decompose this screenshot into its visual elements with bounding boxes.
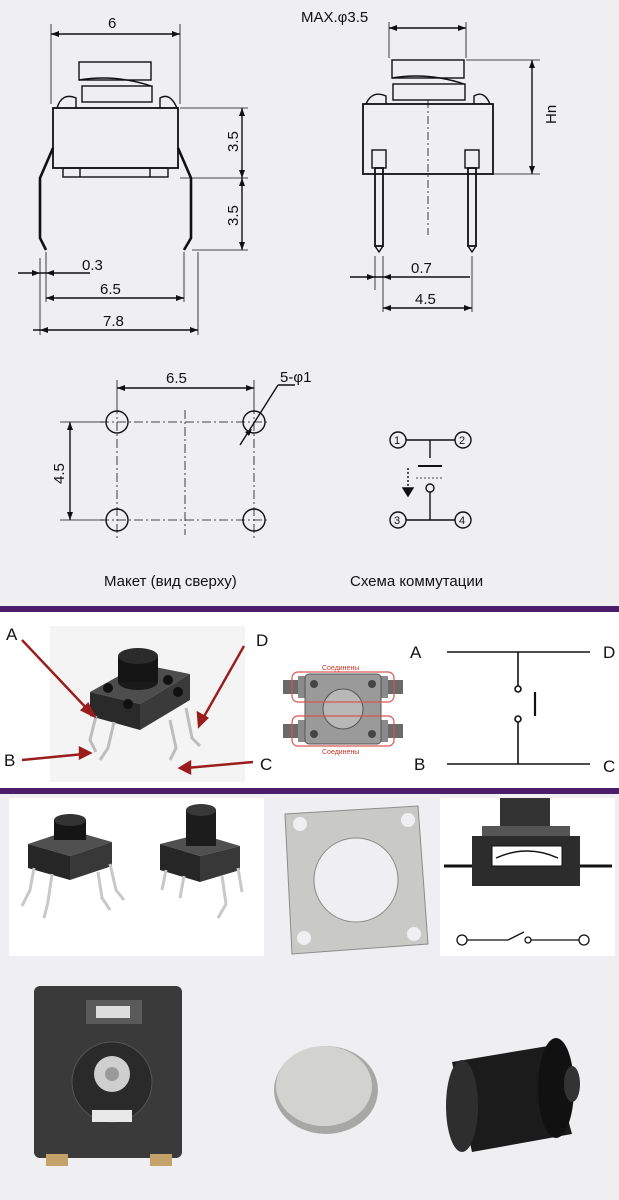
dim-width-6: 6 bbox=[108, 15, 116, 32]
connected-label-top: Соединены bbox=[322, 665, 359, 672]
technical-drawing-panel: 6 MAX.φ3.5 Hn 3.5 3.5 0.3 6.5 7.8 0.7 4.… bbox=[0, 0, 619, 606]
dim-max-diameter: MAX.φ3.5 bbox=[301, 9, 368, 26]
dim-width-6-5: 6.5 bbox=[100, 281, 121, 298]
pin-label-b: B bbox=[4, 751, 15, 770]
metal-plate-photo bbox=[284, 805, 429, 955]
photos-panel bbox=[0, 794, 619, 1200]
dim-pin-0-7: 0.7 bbox=[411, 260, 432, 277]
pin-label-a: A bbox=[6, 625, 18, 644]
technical-drawing: 6 MAX.φ3.5 Hn 3.5 3.5 0.3 6.5 7.8 0.7 4.… bbox=[18, 9, 560, 590]
dim-width-4-5: 4.5 bbox=[415, 291, 436, 308]
pin-number-1: 1 bbox=[394, 435, 400, 447]
dim-height-3-5-top: 3.5 bbox=[225, 131, 242, 152]
schematic-label-c: C bbox=[603, 757, 615, 776]
schematic-label-a: A bbox=[410, 643, 422, 662]
pinout-diagram: A B C D Соединены Соединены A B C D bbox=[4, 625, 615, 782]
section-divider bbox=[0, 606, 619, 612]
pin-number-3: 3 bbox=[394, 515, 400, 527]
side-view bbox=[350, 22, 540, 312]
pin-number-4: 4 bbox=[459, 515, 465, 527]
pin-label-c: C bbox=[260, 755, 272, 774]
cross-section-drawing bbox=[440, 798, 615, 956]
schematic-label-d: D bbox=[603, 643, 615, 662]
dim-pin-0-3: 0.3 bbox=[82, 257, 103, 274]
dim-holes: 5-φ1 bbox=[280, 369, 311, 386]
component-photos bbox=[9, 798, 615, 1166]
dim-width-7-8: 7.8 bbox=[103, 313, 124, 330]
pinout-schematic bbox=[447, 651, 590, 765]
dim-height-3-5-bottom: 3.5 bbox=[225, 205, 242, 226]
front-view bbox=[18, 24, 248, 335]
switching-schematic bbox=[389, 431, 472, 529]
connected-pins-diagram bbox=[283, 671, 403, 747]
metal-disc-photo bbox=[274, 1046, 378, 1134]
plunger-photo bbox=[446, 1038, 580, 1152]
dim-layout-4-5: 4.5 bbox=[51, 463, 68, 484]
connected-label-bottom: Соединены bbox=[322, 749, 359, 756]
caption-layout: Макет (вид сверху) bbox=[104, 573, 237, 590]
pin-number-2: 2 bbox=[459, 435, 465, 447]
schematic-label-b: B bbox=[414, 755, 425, 774]
pinout-panel: A B C D Соединены Соединены A B C D bbox=[0, 612, 619, 788]
dim-layout-6-5: 6.5 bbox=[166, 370, 187, 387]
switches-photo bbox=[9, 798, 264, 956]
switch-body-photo bbox=[34, 986, 182, 1166]
pin-label-d: D bbox=[256, 631, 268, 650]
layout-top-view bbox=[60, 380, 295, 540]
dim-hn: Hn bbox=[543, 105, 560, 124]
caption-schematic: Схема коммутации bbox=[350, 573, 483, 590]
section-divider bbox=[0, 788, 619, 794]
